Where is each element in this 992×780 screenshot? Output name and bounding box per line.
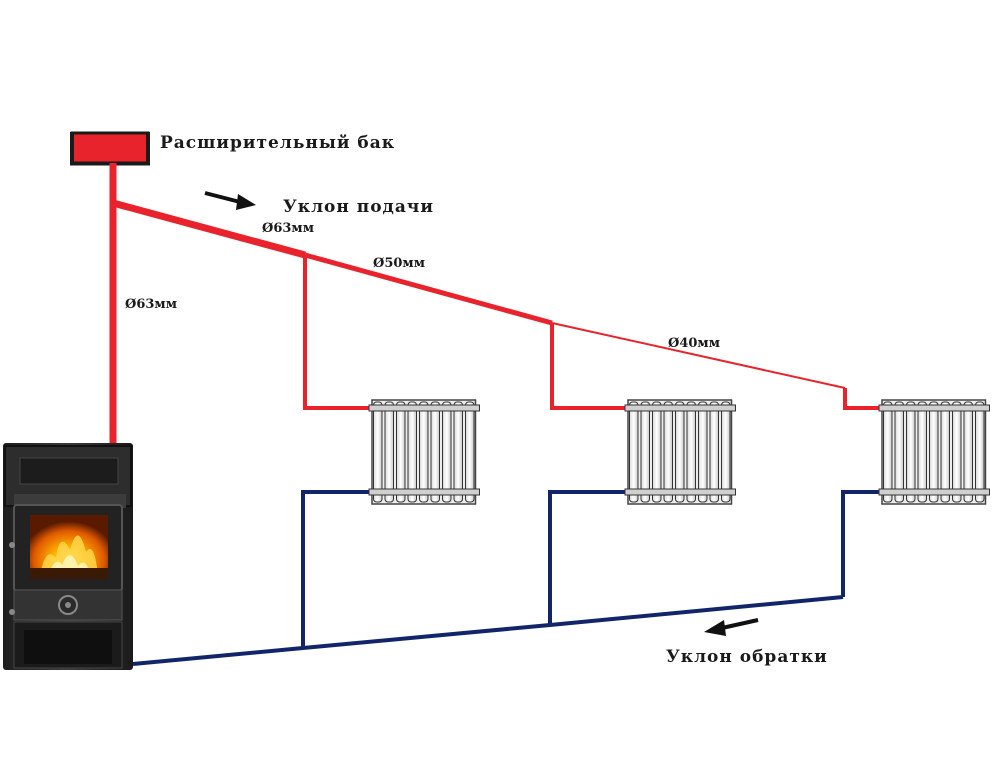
radiator-collector [368, 404, 480, 412]
radiator-collector [878, 404, 990, 412]
return-branch-1 [301, 490, 372, 648]
radiator-section [721, 401, 731, 503]
radiator-section [396, 401, 406, 503]
radiator-section [663, 401, 673, 503]
radiator-section [640, 401, 650, 503]
supply-main-pipe [112, 199, 846, 389]
radiator-section [906, 401, 916, 503]
supply-branch-1 [303, 255, 372, 410]
return-main-pipe [132, 595, 844, 666]
radiator-section [940, 401, 950, 503]
supply-branch-3 [843, 388, 882, 410]
riser-diameter-label: Ø63мм [125, 297, 177, 312]
return-slope-label: Уклон обратки [666, 647, 828, 667]
supply-diameter-label-1: Ø63мм [262, 221, 314, 236]
radiator-section [384, 401, 394, 503]
return-slope-arrow-icon [704, 618, 759, 636]
radiator-section [975, 401, 985, 503]
radiator-section [698, 401, 708, 503]
supply-slope-arrow-icon [204, 191, 256, 210]
expansion-tank [70, 131, 150, 166]
radiator-section [894, 401, 904, 503]
radiator-section [652, 401, 662, 503]
radiator-collector [368, 488, 480, 496]
radiator-section [883, 401, 893, 503]
radiator-3 [878, 399, 990, 505]
radiator-section [419, 401, 429, 503]
radiator-collector [624, 488, 736, 496]
radiator-section [407, 401, 417, 503]
radiator-collector [624, 404, 736, 412]
supply-slope-label: Уклон подачи [283, 197, 434, 217]
stove [3, 443, 133, 670]
radiator-collector [878, 488, 990, 496]
expansion-tank-label: Расширительный бак [160, 133, 395, 153]
supply-diameter-label-2: Ø50мм [373, 256, 425, 271]
radiator-section [929, 401, 939, 503]
radiator-section [442, 401, 452, 503]
radiator-section [675, 401, 685, 503]
radiator-section [453, 401, 463, 503]
radiator-section [373, 401, 383, 503]
radiator-2 [624, 399, 736, 505]
return-branch-2 [548, 490, 628, 625]
radiator-1 [368, 399, 480, 505]
radiator-section [917, 401, 927, 503]
radiator-section [963, 401, 973, 503]
radiator-section [465, 401, 475, 503]
supply-diameter-label-3: Ø40мм [668, 336, 720, 351]
radiator-section [952, 401, 962, 503]
supply-branch-2 [550, 323, 628, 410]
radiator-section [629, 401, 639, 503]
radiator-section [686, 401, 696, 503]
radiator-section [430, 401, 440, 503]
radiator-section [709, 401, 719, 503]
return-branch-3 [841, 490, 882, 597]
